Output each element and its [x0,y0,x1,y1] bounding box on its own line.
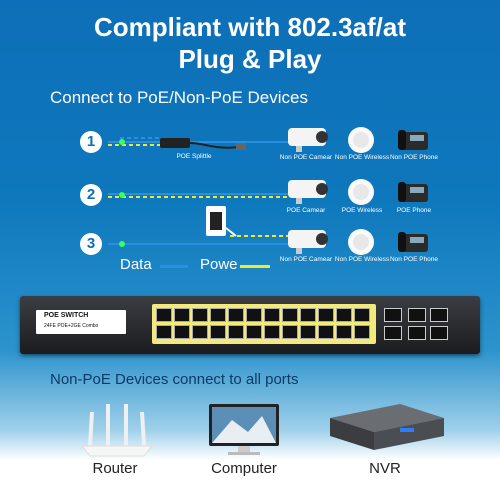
camera-label-1: Non POE Camear [279,154,333,161]
poe-port [192,308,208,322]
subtitle: Connect to PoE/Non-PoE Devices [50,88,308,107]
poe-port [354,325,370,339]
poe-port [174,325,190,339]
ip-phone-icon-1 [398,130,428,150]
legend-power-swatch [240,265,270,268]
legend-data-swatch [160,265,188,268]
poe-port [246,308,262,322]
ip-phone-icon-3 [398,232,428,252]
sfp-port [408,308,426,322]
wireless-ap-icon-3 [348,229,374,255]
device-label-nvr: NVR [369,460,401,477]
poe-port [336,325,352,339]
camera-icon-2 [288,180,328,204]
poe-port [354,308,370,322]
wireless-label-2: POE Wireless [341,207,383,214]
poe-port [210,325,226,339]
switch-name: POE SWITCH [44,312,89,319]
wireless-label-1: Non POE Wireless [334,154,390,161]
sfp-port [430,308,448,322]
poe-port [174,308,190,322]
switch-model: 24FE POE+2GE Combo [44,323,99,329]
ip-phone-icon-2 [398,182,428,202]
poe-port [318,325,334,339]
poe-port [264,308,280,322]
wireless-ap-icon-2 [348,179,374,205]
poe-port [300,308,316,322]
sfp-port [430,326,448,340]
phone-label-3: Non POE Phone [389,256,439,263]
nvr-icon [330,404,444,450]
poe-port [192,325,208,339]
wireless-ap-icon-1 [348,127,374,153]
poe-port [264,325,280,339]
router-icon [80,404,154,457]
device-label-computer: Computer [211,460,277,477]
poe-port [282,308,298,322]
phone-label-2: POE Phone [396,207,432,214]
link-dot-2 [119,192,125,198]
computer-icon [209,404,279,455]
scenario-number-1: 1 [80,131,102,153]
legend-power-label: Powe [200,256,238,273]
headline-line1: Compliant with 802.3af/at [93,12,407,42]
link-dot-3 [119,241,125,247]
poe-port-block [152,304,376,344]
legend-data-label: Data [120,256,152,273]
uplink-port [384,326,402,340]
camera-icon-1 [288,128,328,152]
poe-port [300,325,316,339]
scenario-number-3: 3 [80,233,102,255]
scenario-number-2: 2 [80,184,102,206]
poe-port [318,308,334,322]
poe-port [156,308,172,322]
power-adapter-icon [206,206,237,237]
camera-label-3: Non POE Camear [279,256,333,263]
poe-port [228,308,244,322]
nonpoe-title: Non-PoE Devices connect to all ports [50,371,299,388]
device-label-router: Router [92,460,138,477]
phone-label-1: Non POE Phone [389,154,439,161]
switch-label-plate: POE SWITCH 24FE POE+2GE Combo [36,310,126,334]
sfp-port [408,326,426,340]
camera-icon-3 [288,230,328,254]
combo-port-block [382,306,454,344]
poe-port [228,325,244,339]
splitter-label: POE Splittle [176,153,212,160]
camera-label-2: POE Camear [286,207,326,214]
poe-splitter-icon [160,138,246,150]
poe-port [282,325,298,339]
wireless-label-3: Non POE Wireless [334,256,390,263]
poe-switch: POE SWITCH 24FE POE+2GE Combo [20,296,480,354]
poe-port [156,325,172,339]
poe-port [246,325,262,339]
headline-line2: Plug & Play [178,44,322,74]
poe-port [210,308,226,322]
link-dot-1 [119,139,125,145]
poe-port [336,308,352,322]
uplink-port [384,308,402,322]
